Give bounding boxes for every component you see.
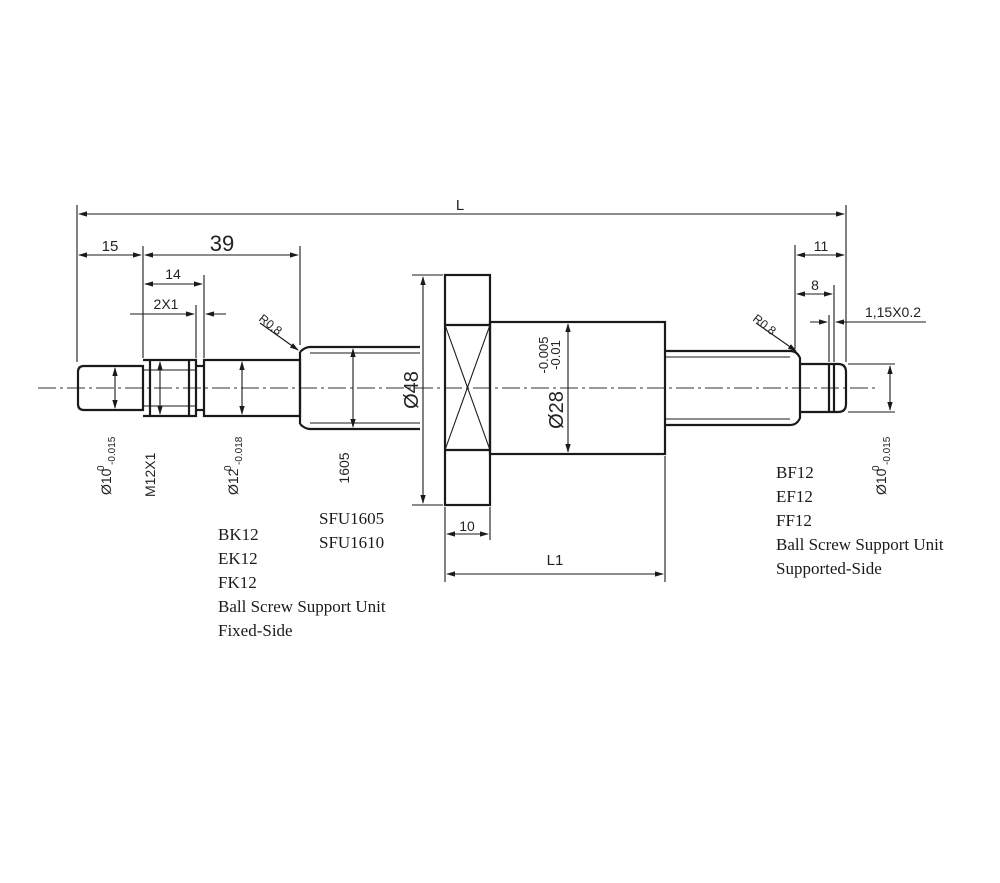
dim-fixed-end-length: 15 [102, 238, 119, 255]
dim-thread-length: 14 [165, 266, 181, 282]
dim-nut-tol-lower: -0.01 [548, 340, 563, 370]
journal-diameter-label: Ø12 0 -0.018 [223, 436, 245, 495]
dim-journal-tol-upper: 0 [223, 465, 234, 471]
fixed-side-shaft [76, 345, 420, 431]
dim-support-journal-length: 8 [811, 277, 819, 293]
dim-journal-tol-lower: -0.018 [234, 436, 245, 465]
dim-screw-spec: 1605 [336, 452, 352, 483]
dim-circlip-groove: 1,15X0.2 [865, 304, 921, 320]
supported-side-note: Ball Screw Support Unit [776, 535, 944, 554]
ball-nut [443, 273, 667, 507]
dim-journal-diameter: Ø12 [225, 468, 241, 495]
dim-support-end-tol-upper: 0 [871, 465, 882, 471]
support-end-diameter-label: Ø10 0 -0.015 [871, 436, 893, 495]
dim-support-radius: R0.8 [750, 311, 779, 338]
fixed-end-diameter-label: Ø10 0 -0.015 [96, 436, 118, 495]
fixed-side-notes: BK12 EK12 FK12 Ball Screw Support Unit F… [218, 525, 386, 640]
dim-fixed-journal-length: 39 [210, 231, 234, 256]
dim-fixed-radius: R0.8 [256, 311, 285, 338]
dim-nut-length: L1 [547, 552, 564, 569]
fixed-side-note: Ball Screw Support Unit [218, 597, 386, 616]
nut-model-notes: SFU1605 SFU1610 [319, 509, 384, 552]
dim-groove: 2X1 [154, 296, 179, 312]
supported-side-note: BF12 [776, 463, 814, 482]
dim-fixed-end-diameter: Ø10 [98, 468, 114, 495]
nut-model: SFU1610 [319, 533, 384, 552]
supported-side-note: EF12 [776, 487, 813, 506]
dim-support-end-tol-lower: -0.015 [882, 436, 893, 465]
dim-fixed-end-tol-lower: -0.015 [107, 436, 118, 465]
dim-nut-tol-upper: -0.005 [536, 337, 551, 374]
supported-side-note: Supported-Side [776, 559, 882, 578]
dim-fixed-end-tol-upper: 0 [96, 465, 107, 471]
thread-lines [143, 352, 420, 424]
dim-nut-diameter: Ø28 [546, 391, 568, 429]
dimension-lines [76, 205, 926, 582]
dim-overall-length: L [456, 197, 464, 214]
supported-thread-lines [665, 356, 790, 420]
supported-side-notes: BF12 EF12 FF12 Ball Screw Support Unit S… [776, 463, 944, 578]
dim-thread-spec: M12X1 [142, 452, 158, 497]
fixed-side-note: BK12 [218, 525, 259, 544]
dim-support-end-diameter: Ø10 [873, 468, 889, 495]
fixed-side-note: EK12 [218, 549, 258, 568]
dim-flange-diameter: Ø48 [401, 371, 423, 409]
nut-model: SFU1605 [319, 509, 384, 528]
fixed-side-note: FK12 [218, 573, 257, 592]
dim-flange-thickness: 10 [459, 518, 475, 534]
dim-support-end-length: 11 [814, 238, 829, 254]
fixed-side-note: Fixed-Side [218, 621, 293, 640]
supported-side-note: FF12 [776, 511, 812, 530]
